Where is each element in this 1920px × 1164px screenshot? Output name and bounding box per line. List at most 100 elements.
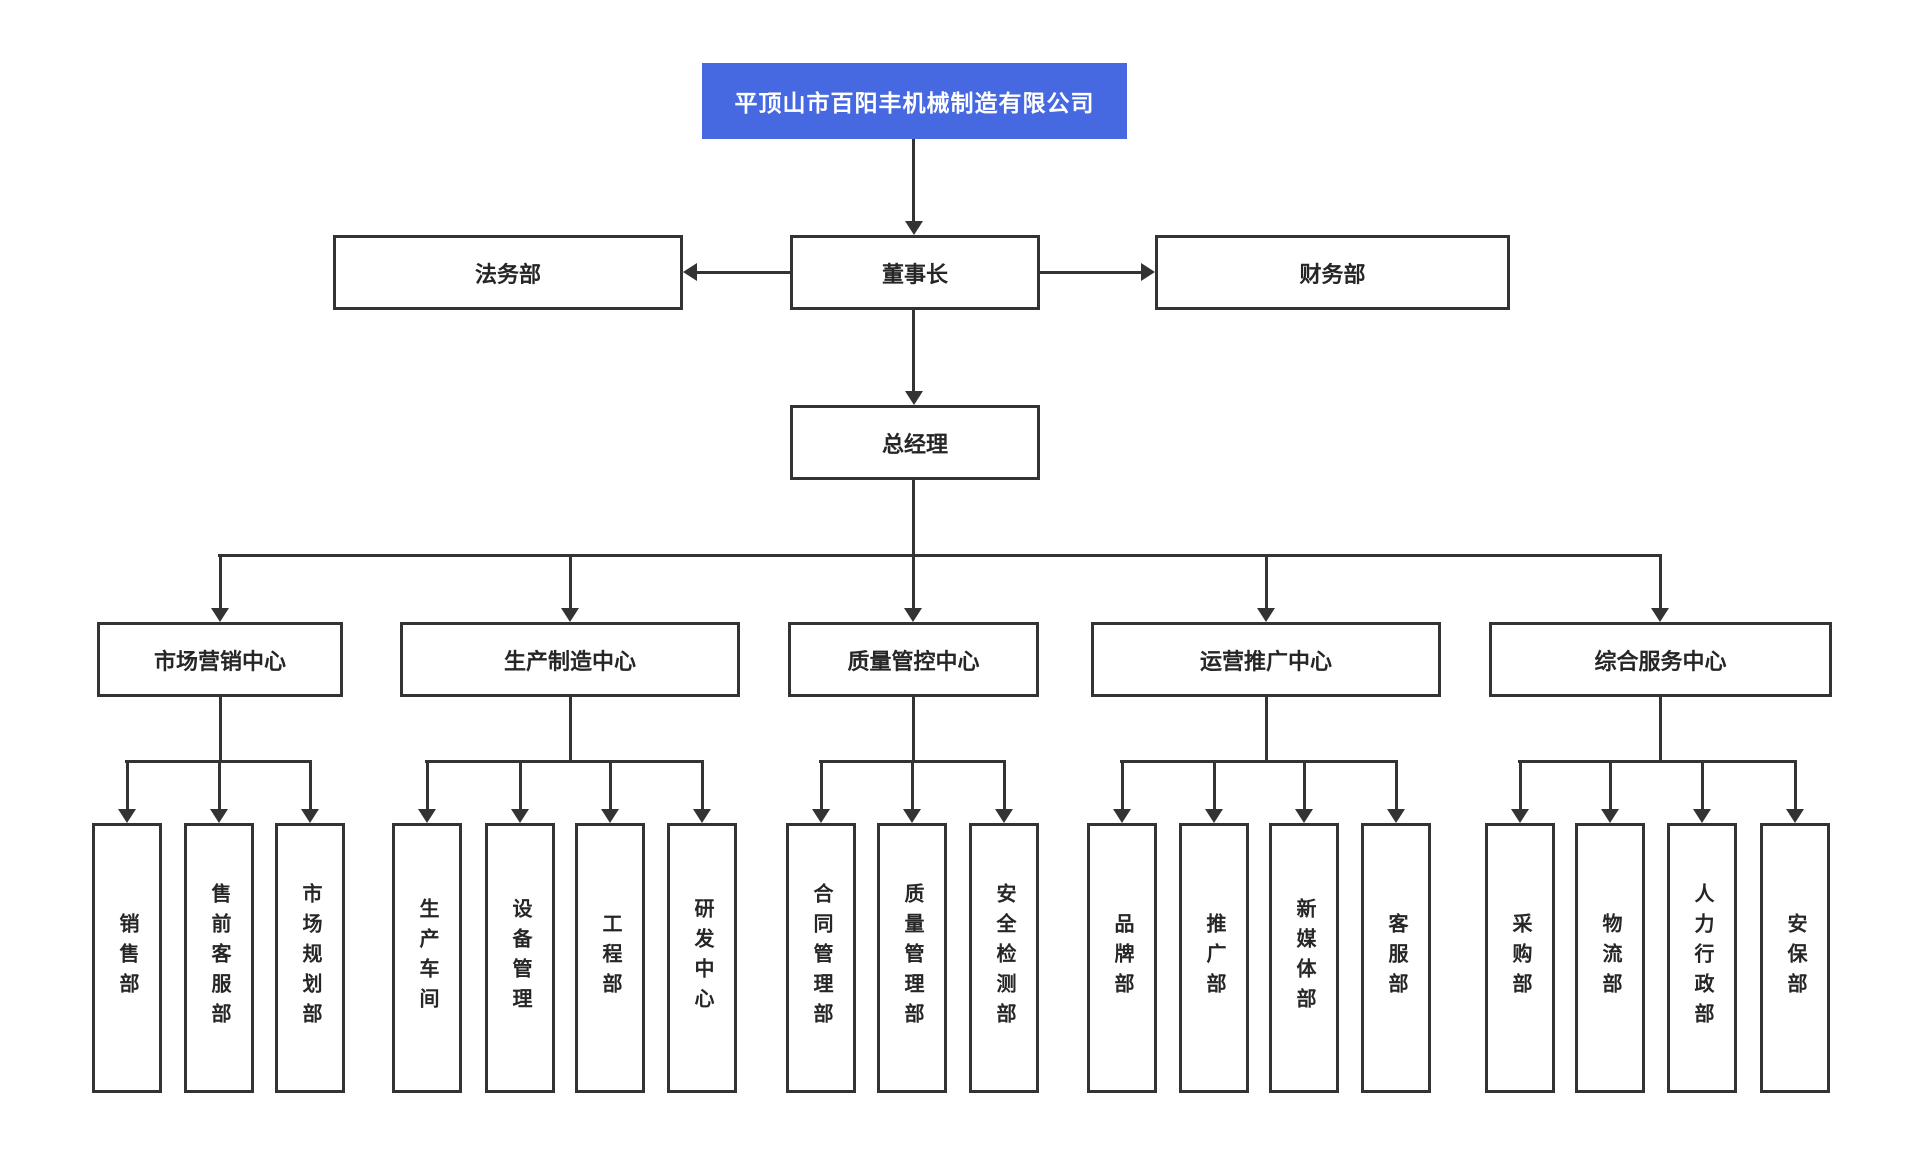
- center-node-services: 综合服务中心: [1489, 622, 1832, 697]
- connector-drop-dept: [1121, 760, 1124, 810]
- connector-drop-dept: [609, 760, 612, 810]
- connector-drop-center: [1265, 554, 1268, 608]
- dept-node-procurement: 采购部: [1485, 823, 1555, 1093]
- arrowhead-left-icon: [683, 263, 697, 281]
- center-node-operations: 运营推广中心: [1091, 622, 1441, 697]
- connector-subbus: [425, 760, 704, 763]
- arrowhead-down-icon: [1651, 608, 1669, 622]
- dept-label: 生产车间: [416, 898, 438, 1018]
- dept-label: 安全检测部: [993, 883, 1015, 1033]
- connector-drop-center: [1659, 554, 1662, 608]
- dept-label: 研发中心: [691, 898, 713, 1018]
- arrowhead-down-icon: [1387, 809, 1405, 823]
- connector-center-subbus: [219, 697, 222, 760]
- connector-main-bus: [218, 554, 1662, 557]
- dept-label: 推广部: [1203, 913, 1225, 1003]
- center-label: 生产制造中心: [503, 648, 636, 674]
- center-node-production: 生产制造中心: [400, 622, 740, 697]
- connector-drop-dept: [218, 760, 221, 810]
- dept-label: 销售部: [116, 913, 138, 1003]
- arrowhead-down-icon: [118, 809, 136, 823]
- connector-drop-dept: [126, 760, 129, 810]
- dept-node-engineering: 工程部: [575, 823, 645, 1093]
- chairman-label: 董事长: [881, 261, 948, 287]
- connector-chairman-finance: [1040, 271, 1141, 274]
- arrowhead-down-icon: [1693, 809, 1711, 823]
- arrowhead-down-icon: [995, 809, 1013, 823]
- dept-node-sales: 销售部: [92, 823, 162, 1093]
- connector-drop-dept: [911, 760, 914, 810]
- dept-label: 品牌部: [1111, 913, 1133, 1003]
- connector-drop-dept: [1213, 760, 1216, 810]
- dept-node-promotion: 推广部: [1179, 823, 1249, 1093]
- dept-label: 安保部: [1784, 913, 1806, 1003]
- general-manager-node: 总经理: [790, 405, 1040, 480]
- dept-label: 质量管理部: [901, 883, 923, 1033]
- dept-node-security: 安保部: [1760, 823, 1830, 1093]
- arrowhead-down-icon: [301, 809, 319, 823]
- dept-label: 客服部: [1385, 913, 1407, 1003]
- center-label: 综合服务中心: [1594, 648, 1727, 674]
- connector-drop-dept: [820, 760, 823, 810]
- general-manager-label: 总经理: [881, 431, 948, 457]
- dept-node-brand: 品牌部: [1087, 823, 1157, 1093]
- arrowhead-down-icon: [601, 809, 619, 823]
- connector-subbus: [1120, 760, 1398, 763]
- center-node-marketing: 市场营销中心: [97, 622, 343, 697]
- connector-drop-dept: [701, 760, 704, 810]
- arrowhead-down-icon: [211, 608, 229, 622]
- dept-label: 人力行政部: [1691, 883, 1713, 1033]
- connector-drop-dept: [426, 760, 429, 810]
- connector-drop-dept: [519, 760, 522, 810]
- connector-center-subbus: [912, 697, 915, 760]
- dept-node-hr-admin: 人力行政部: [1667, 823, 1737, 1093]
- dept-node-new-media: 新媒体部: [1269, 823, 1339, 1093]
- connector-drop-dept: [1609, 760, 1612, 810]
- center-label: 运营推广中心: [1199, 648, 1332, 674]
- arrowhead-down-icon: [1257, 608, 1275, 622]
- connector-chairman-gm: [912, 310, 915, 391]
- arrowhead-down-icon: [905, 391, 923, 405]
- dept-label: 工程部: [599, 913, 621, 1003]
- dept-node-market-planning: 市场规划部: [275, 823, 345, 1093]
- chairman-node: 董事长: [790, 235, 1040, 310]
- arrowhead-down-icon: [418, 809, 436, 823]
- dept-label: 采购部: [1509, 913, 1531, 1003]
- arrowhead-down-icon: [511, 809, 529, 823]
- legal-dept-label: 法务部: [474, 261, 541, 287]
- arrowhead-down-icon: [210, 809, 228, 823]
- dept-node-customer-service: 客服部: [1361, 823, 1431, 1093]
- arrowhead-down-icon: [1295, 809, 1313, 823]
- dept-label: 市场规划部: [299, 883, 321, 1033]
- dept-node-logistics: 物流部: [1575, 823, 1645, 1093]
- arrowhead-down-icon: [1511, 809, 1529, 823]
- arrowhead-down-icon: [812, 809, 830, 823]
- arrowhead-down-icon: [905, 221, 923, 235]
- dept-label: 物流部: [1599, 913, 1621, 1003]
- connector-drop-dept: [1701, 760, 1704, 810]
- center-label: 质量管控中心: [847, 648, 980, 674]
- connector-drop-dept: [1794, 760, 1797, 810]
- center-node-quality: 质量管控中心: [788, 622, 1039, 697]
- dept-node-safety-inspection: 安全检测部: [969, 823, 1039, 1093]
- center-label: 市场营销中心: [153, 648, 286, 674]
- finance-dept-label: 财务部: [1299, 261, 1366, 287]
- connector-center-subbus: [1265, 697, 1268, 760]
- company-name-label: 平顶山市百阳丰机械制造有限公司: [734, 90, 1095, 116]
- connector-drop-center: [569, 554, 572, 608]
- dept-label: 售前客服部: [208, 883, 230, 1033]
- arrowhead-down-icon: [693, 809, 711, 823]
- connector-drop-dept: [1303, 760, 1306, 810]
- arrowhead-down-icon: [903, 809, 921, 823]
- arrowhead-down-icon: [1113, 809, 1131, 823]
- dept-node-presales-service: 售前客服部: [184, 823, 254, 1093]
- legal-dept-node: 法务部: [333, 235, 683, 310]
- connector-drop-dept: [1395, 760, 1398, 810]
- arrowhead-down-icon: [561, 608, 579, 622]
- dept-node-equipment-management: 设备管理: [485, 823, 555, 1093]
- connector-chairman-legal: [697, 271, 790, 274]
- arrowhead-down-icon: [904, 608, 922, 622]
- connector-drop-center: [912, 554, 915, 608]
- connector-drop-dept: [1519, 760, 1522, 810]
